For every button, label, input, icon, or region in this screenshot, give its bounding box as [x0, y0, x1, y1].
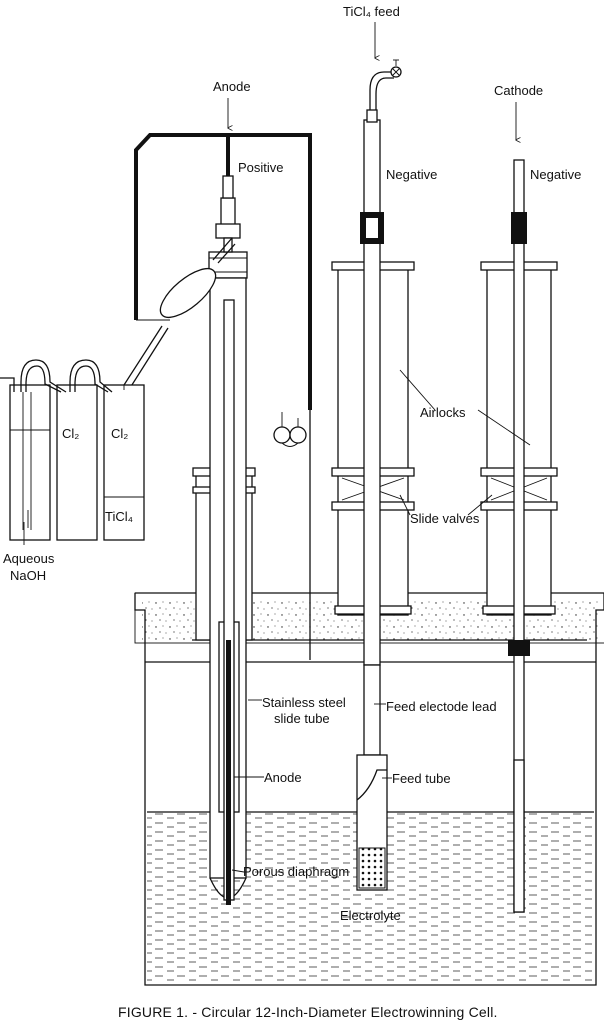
gas-bottles — [0, 359, 145, 541]
label-ticl4-feed: TiCl₄ feed — [343, 4, 400, 19]
label-slide-valves: Slide valves — [410, 511, 480, 526]
label-anode-top: Anode — [213, 79, 251, 94]
label-electrolyte: Electrolyte — [340, 908, 401, 923]
label-ticl4-bottle: TiCl₄ — [105, 509, 133, 524]
label-cl2-a: Cl₂ — [62, 426, 79, 441]
label-naoh: NaOH — [10, 568, 46, 583]
gas-outlet — [123, 237, 236, 389]
label-feed-lead: Feed electode lead — [386, 699, 497, 714]
bubbler — [273, 410, 311, 660]
feed-assembly — [331, 59, 415, 891]
label-airlocks: Airlocks — [420, 405, 466, 420]
label-stainless-1: Stainless steel — [262, 695, 346, 710]
label-stainless-2: slide tube — [274, 711, 330, 726]
label-cathode: Cathode — [494, 83, 543, 98]
label-anode-inner: Anode — [264, 770, 302, 785]
label-negative-cathode: Negative — [530, 167, 581, 182]
label-cl2-b: Cl₂ — [111, 426, 128, 441]
label-aqueous: Aqueous — [3, 551, 55, 566]
anode-assembly — [192, 175, 256, 905]
label-feed-tube: Feed tube — [392, 771, 451, 786]
label-porous-diaphragm: Porous diaphragm — [243, 864, 349, 879]
cathode-assembly — [480, 159, 558, 913]
label-positive: Positive — [238, 160, 284, 175]
leader-lines — [23, 22, 531, 873]
figure-caption: FIGURE 1. - Circular 12-Inch-Diameter El… — [118, 1004, 498, 1020]
label-negative-feed: Negative — [386, 167, 437, 182]
